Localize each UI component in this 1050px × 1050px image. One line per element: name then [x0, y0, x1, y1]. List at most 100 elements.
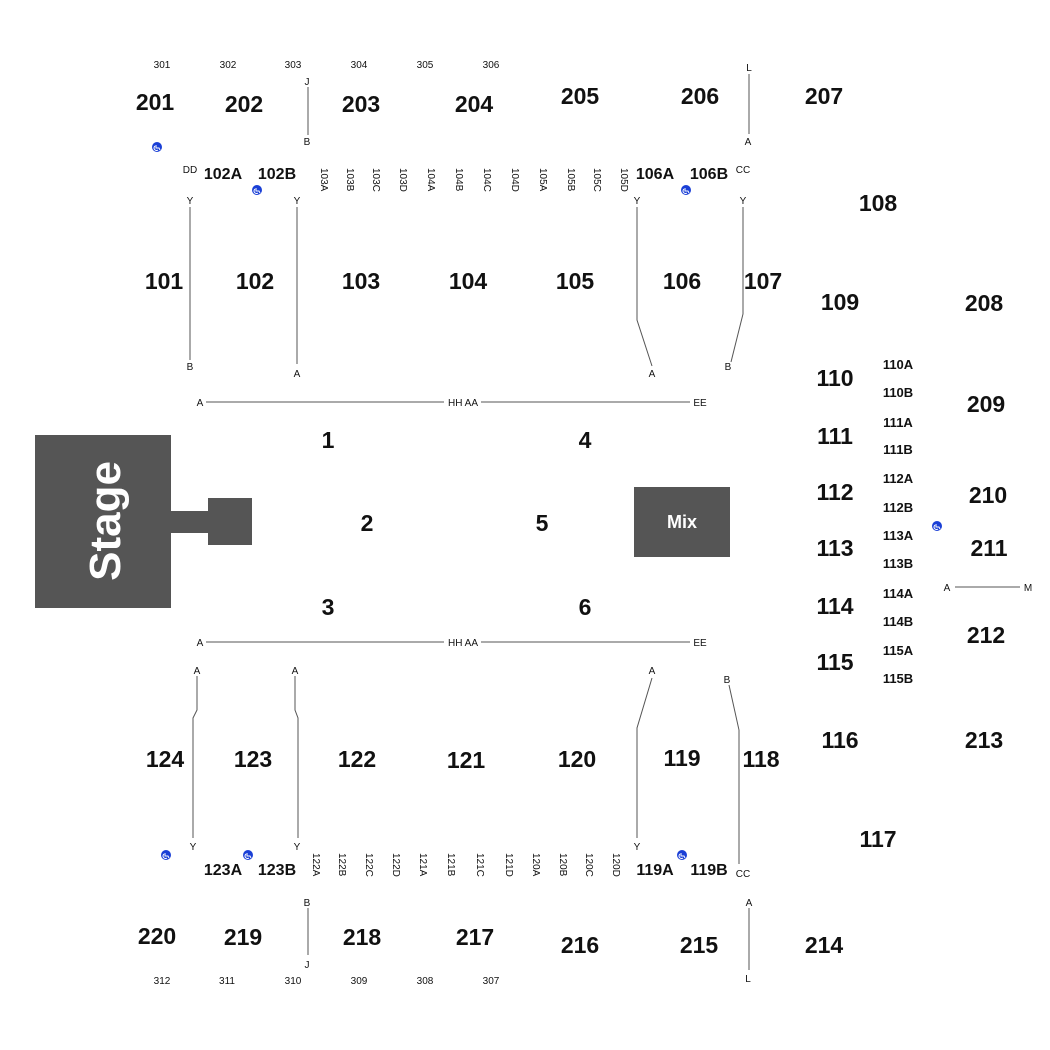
section-220[interactable]: 220: [138, 923, 176, 949]
section-212[interactable]: 212: [967, 622, 1005, 648]
subsection-111A[interactable]: 111A: [883, 415, 913, 430]
subsection-bottom[interactable]: 122A: [310, 853, 321, 877]
section-122[interactable]: 122: [338, 746, 376, 772]
section-106A[interactable]: 106A: [636, 166, 675, 183]
subsection-115B[interactable]: 115B: [883, 671, 913, 686]
section-119A[interactable]: 119A: [636, 862, 674, 879]
section-305[interactable]: 305: [417, 60, 434, 71]
subsection-112B[interactable]: 112B: [883, 500, 913, 515]
subsection-113B[interactable]: 113B: [883, 556, 913, 571]
section-301[interactable]: 301: [154, 60, 171, 71]
section-303[interactable]: 303: [285, 60, 302, 71]
subsection-bottom[interactable]: 121C: [474, 853, 485, 877]
section-119[interactable]: 119: [663, 745, 700, 771]
subsection-top[interactable]: 104A: [425, 168, 436, 192]
mix-position[interactable]: Mix: [634, 487, 730, 557]
section-101[interactable]: 101: [145, 268, 184, 294]
section-121[interactable]: 121: [447, 747, 486, 773]
subsection-top[interactable]: 104D: [509, 168, 520, 192]
section-218[interactable]: 218: [343, 924, 382, 950]
subsection-115A[interactable]: 115A: [883, 643, 914, 658]
section-102[interactable]: 102: [236, 268, 274, 294]
floor-section-4[interactable]: 4: [579, 427, 592, 453]
stage[interactable]: Stage: [35, 435, 252, 608]
section-210[interactable]: 210: [969, 482, 1007, 508]
subsection-114B[interactable]: 114B: [883, 614, 913, 629]
subsection-113A[interactable]: 113A: [883, 528, 914, 543]
section-116[interactable]: 116: [821, 727, 858, 753]
floor-section-5[interactable]: 5: [536, 510, 549, 536]
subsection-top[interactable]: 104B: [453, 168, 464, 192]
subsection-110B[interactable]: 110B: [883, 385, 913, 400]
section-106[interactable]: 106: [663, 268, 701, 294]
section-219[interactable]: 219: [224, 924, 262, 950]
subsection-top[interactable]: 103D: [397, 168, 408, 192]
wheelchair-icon[interactable]: [152, 142, 162, 152]
section-217[interactable]: 217: [456, 924, 494, 950]
subsection-bottom[interactable]: 121D: [503, 853, 514, 877]
subsection-top[interactable]: 105B: [565, 168, 576, 192]
subsection-114A[interactable]: 114A: [883, 586, 914, 601]
section-203[interactable]: 203: [342, 91, 380, 117]
subsection-bottom[interactable]: 120C: [583, 853, 594, 877]
subsection-bottom[interactable]: 120D: [610, 853, 621, 877]
section-302[interactable]: 302: [220, 60, 237, 71]
subsection-top[interactable]: 105A: [537, 168, 548, 192]
section-123B[interactable]: 123B: [258, 862, 296, 879]
section-109[interactable]: 109: [821, 289, 859, 315]
section-304[interactable]: 304: [351, 60, 368, 71]
section-213[interactable]: 213: [965, 727, 1003, 753]
subsection-112A[interactable]: 112A: [883, 471, 914, 486]
section-108[interactable]: 108: [859, 190, 898, 216]
subsection-110A[interactable]: 110A: [883, 357, 914, 372]
wheelchair-icon[interactable]: [681, 185, 691, 195]
wheelchair-icon[interactable]: [677, 850, 687, 860]
section-215[interactable]: 215: [680, 932, 719, 958]
subsection-bottom[interactable]: 121A: [417, 853, 428, 877]
wheelchair-icon[interactable]: [243, 850, 253, 860]
subsection-bottom[interactable]: 122D: [390, 853, 401, 877]
subsection-top[interactable]: 103A: [318, 168, 329, 192]
subsection-top[interactable]: 103B: [344, 168, 355, 192]
section-103[interactable]: 103: [342, 268, 380, 294]
section-111[interactable]: 111: [817, 423, 853, 449]
section-110[interactable]: 110: [816, 365, 853, 391]
section-123[interactable]: 123: [234, 746, 272, 772]
section-310[interactable]: 310: [285, 976, 302, 987]
section-114[interactable]: 114: [816, 593, 853, 619]
section-209[interactable]: 209: [967, 391, 1005, 417]
subsection-bottom[interactable]: 122B: [336, 853, 347, 877]
wheelchair-icon[interactable]: [161, 850, 171, 860]
section-206[interactable]: 206: [681, 83, 719, 109]
floor-section-3[interactable]: 3: [322, 594, 335, 620]
section-207[interactable]: 207: [805, 83, 843, 109]
section-123A[interactable]: 123A: [204, 862, 243, 879]
section-104[interactable]: 104: [449, 268, 488, 294]
section-309[interactable]: 309: [351, 976, 368, 987]
section-211[interactable]: 211: [970, 535, 1007, 561]
section-119B[interactable]: 119B: [690, 862, 727, 879]
section-204[interactable]: 204: [455, 91, 494, 117]
subsection-bottom[interactable]: 120A: [530, 853, 541, 877]
subsection-top[interactable]: 104C: [481, 168, 492, 192]
floor-section-1[interactable]: 1: [322, 427, 335, 453]
section-214[interactable]: 214: [805, 932, 844, 958]
section-102A[interactable]: 102A: [204, 166, 243, 183]
section-113[interactable]: 113: [816, 535, 853, 561]
floor-section-2[interactable]: 2: [361, 510, 374, 536]
section-102B[interactable]: 102B: [258, 166, 296, 183]
section-307[interactable]: 307: [483, 976, 500, 987]
subsection-bottom[interactable]: 121B: [445, 853, 456, 877]
section-105[interactable]: 105: [556, 268, 595, 294]
section-208[interactable]: 208: [965, 290, 1004, 316]
section-117[interactable]: 117: [859, 826, 896, 852]
section-112[interactable]: 112: [816, 479, 853, 505]
section-205[interactable]: 205: [561, 83, 600, 109]
wheelchair-icon[interactable]: [252, 185, 262, 195]
section-306[interactable]: 306: [483, 60, 500, 71]
section-201[interactable]: 201: [136, 89, 175, 115]
subsection-top[interactable]: 105C: [591, 168, 602, 192]
floor-section-6[interactable]: 6: [579, 594, 592, 620]
section-124[interactable]: 124: [146, 746, 185, 772]
section-311[interactable]: 311: [219, 976, 235, 987]
